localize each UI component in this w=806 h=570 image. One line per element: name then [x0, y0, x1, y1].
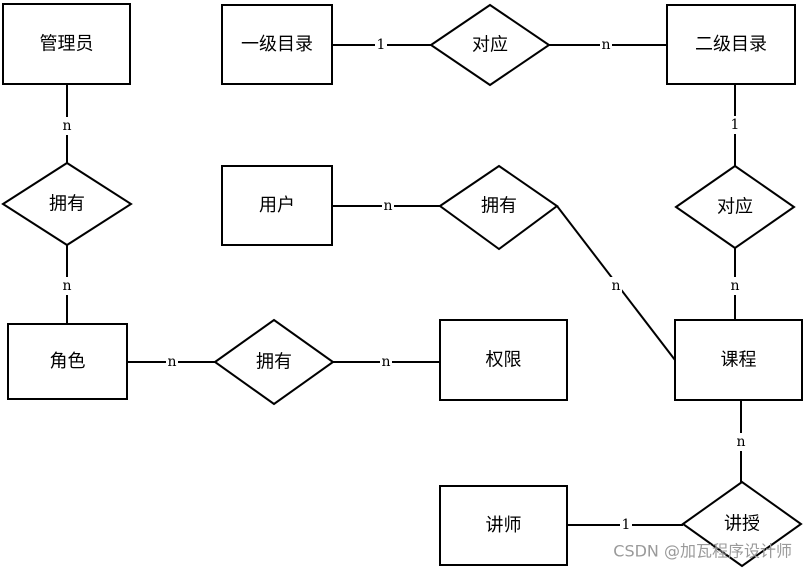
entity-level1-catalog: 一级目录 — [221, 4, 333, 85]
cardinality-teacher-teach-label: 1 — [622, 517, 631, 533]
relationship-correspond-right: 对应 — [674, 164, 796, 250]
cardinality-level1-corr: 1 — [375, 36, 387, 54]
cardinality-level1-corr-label: 1 — [377, 37, 386, 53]
relationship-own-user-course-label: 拥有 — [481, 196, 517, 217]
cardinality-own-perm: n — [380, 353, 392, 371]
cardinality-own-perm-label: n — [381, 354, 390, 370]
entity-role-label: 角色 — [50, 351, 86, 372]
cardinality-teacher-teach: 1 — [620, 516, 632, 534]
relationship-own-admin-role-label: 拥有 — [49, 194, 85, 215]
cardinality-corr-level2: n — [600, 36, 612, 54]
cardinality-course-teach-label: n — [736, 434, 745, 450]
cardinality-corr-level2-label: n — [601, 37, 610, 53]
entity-level2-catalog: 二级目录 — [666, 4, 796, 85]
relationship-own-user-course: 拥有 — [438, 164, 559, 251]
relationship-teach: 讲授 — [681, 480, 803, 568]
cardinality-level2-corr-label: 1 — [731, 117, 740, 133]
cardinality-own-role-label: n — [62, 278, 71, 294]
relationship-correspond-right-label: 对应 — [717, 197, 753, 218]
entity-permission: 权限 — [439, 319, 568, 401]
cardinality-user-own-label: n — [383, 198, 392, 214]
cardinality-user-own: n — [382, 197, 394, 215]
entity-user-label: 用户 — [259, 195, 295, 216]
relationship-own-admin-role: 拥有 — [1, 161, 133, 247]
entity-permission-label: 权限 — [486, 350, 522, 371]
entity-course-label: 课程 — [721, 350, 757, 371]
cardinality-corr-course-label: n — [730, 278, 739, 294]
relationship-correspond-top: 对应 — [429, 3, 551, 87]
entity-teacher-label: 讲师 — [486, 515, 522, 536]
entity-level1-catalog-label: 一级目录 — [241, 34, 313, 55]
entity-teacher: 讲师 — [439, 485, 568, 566]
relationship-own-role-permission-label: 拥有 — [256, 352, 292, 373]
entity-admin: 管理员 — [2, 3, 131, 85]
cardinality-role-own: n — [166, 353, 178, 371]
relationship-correspond-top-label: 对应 — [472, 35, 508, 56]
watermark: CSDN @加瓦程序设计师 — [613, 542, 792, 561]
cardinality-level2-corr: 1 — [729, 116, 741, 134]
cardinality-corr-course: n — [729, 277, 741, 295]
entity-level2-catalog-label: 二级目录 — [695, 34, 767, 55]
cardinality-admin-own: n — [61, 117, 73, 135]
cardinality-role-own-label: n — [167, 354, 176, 370]
relationship-teach-label: 讲授 — [724, 514, 760, 535]
entity-user: 用户 — [221, 165, 333, 246]
relationship-own-role-permission: 拥有 — [213, 318, 335, 406]
cardinality-course-teach: n — [735, 433, 747, 451]
entity-role: 角色 — [7, 323, 128, 400]
cardinality-own-course-label: n — [611, 278, 620, 294]
cardinality-admin-own-label: n — [62, 118, 71, 134]
cardinality-own-role: n — [61, 277, 73, 295]
entity-course: 课程 — [674, 319, 803, 401]
entity-admin-label: 管理员 — [40, 34, 94, 55]
cardinality-own-course: n — [610, 277, 622, 295]
